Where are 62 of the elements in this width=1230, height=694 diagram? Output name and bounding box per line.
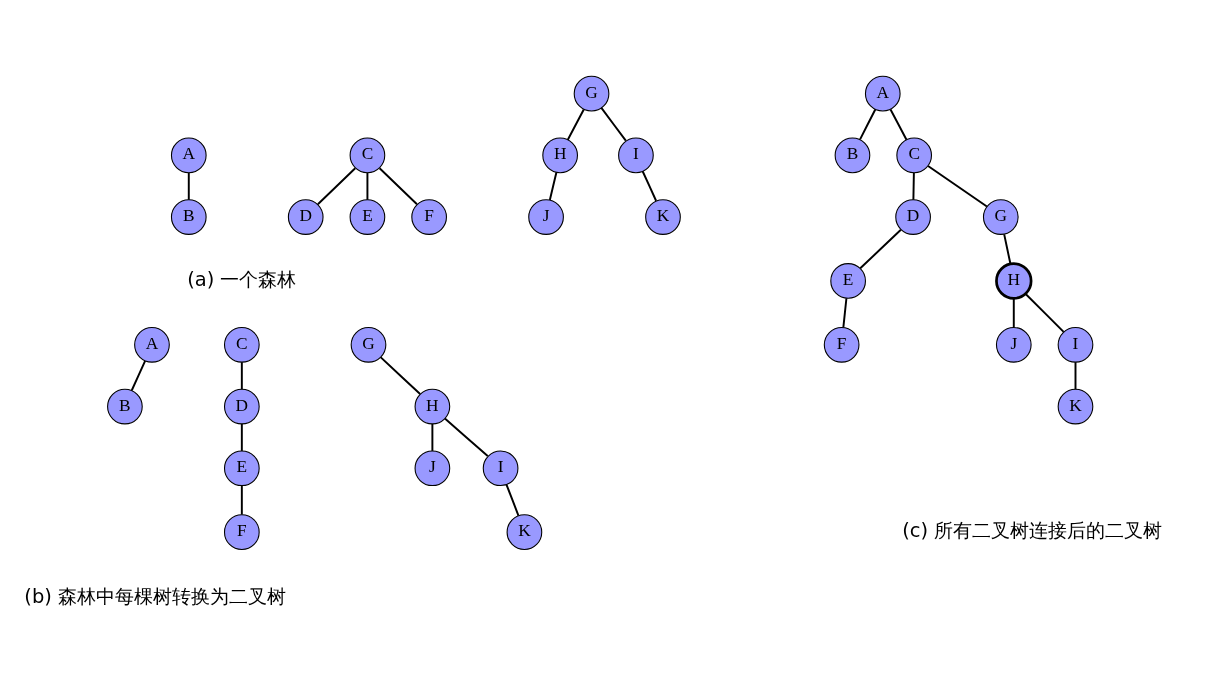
node-circle: H bbox=[542, 137, 578, 174]
node-circle: F bbox=[823, 326, 860, 363]
node-circle: G bbox=[573, 75, 610, 112]
connector bbox=[130, 359, 147, 392]
node-circle: C bbox=[223, 326, 260, 363]
connector bbox=[641, 170, 658, 202]
connector bbox=[859, 228, 902, 270]
node-circle: J bbox=[995, 326, 1032, 363]
node-circle: D bbox=[223, 388, 260, 425]
node-circle: E bbox=[223, 450, 260, 487]
connector bbox=[1024, 292, 1065, 333]
connector bbox=[859, 108, 877, 141]
connector bbox=[378, 167, 418, 206]
node-circle: C bbox=[896, 137, 933, 174]
node-circle: D bbox=[287, 199, 324, 235]
connector bbox=[566, 108, 585, 141]
node-circle: B bbox=[834, 137, 871, 174]
connector bbox=[927, 165, 988, 208]
node-circle: F bbox=[223, 514, 260, 550]
node-circle: A bbox=[134, 326, 170, 363]
node-circle: E bbox=[830, 263, 866, 299]
connector bbox=[431, 422, 434, 452]
node-circle: I bbox=[1057, 326, 1094, 363]
node-circle: B bbox=[107, 388, 143, 425]
node-circle: H bbox=[995, 262, 1033, 300]
connector bbox=[443, 417, 489, 457]
connector bbox=[366, 171, 369, 201]
label: (c) 所有二叉树连接后的二叉树 bbox=[902, 518, 1163, 542]
connector bbox=[316, 167, 357, 206]
label: (a) 一个森林 bbox=[187, 267, 297, 291]
node-circle: K bbox=[506, 514, 543, 550]
node-circle: G bbox=[982, 199, 1019, 235]
node-circle: K bbox=[645, 199, 681, 235]
node-circle: G bbox=[350, 326, 387, 363]
node-circle: D bbox=[895, 199, 931, 235]
node-circle: J bbox=[528, 199, 564, 235]
connector bbox=[240, 484, 243, 516]
label: (b) 森林中每棵树转换为二叉树 bbox=[24, 584, 287, 608]
connector bbox=[1074, 361, 1077, 391]
connector bbox=[548, 171, 558, 201]
node-circle: I bbox=[482, 450, 519, 487]
node-circle: A bbox=[864, 75, 901, 112]
connector bbox=[600, 107, 627, 142]
connector bbox=[505, 483, 520, 517]
node-circle: J bbox=[414, 450, 451, 487]
connector bbox=[842, 297, 848, 329]
connector bbox=[240, 422, 243, 452]
node-circle: K bbox=[1057, 388, 1094, 425]
connector bbox=[889, 108, 908, 141]
connector bbox=[912, 171, 915, 201]
node-circle: B bbox=[170, 199, 207, 235]
connector bbox=[1012, 297, 1015, 329]
node-circle: F bbox=[411, 199, 447, 235]
node-circle: I bbox=[618, 137, 654, 174]
node-circle: C bbox=[349, 137, 386, 174]
connector bbox=[187, 171, 190, 201]
connector bbox=[1003, 233, 1012, 265]
node-circle: E bbox=[349, 199, 386, 235]
connector bbox=[240, 361, 243, 391]
node-circle: A bbox=[170, 137, 207, 174]
connector bbox=[379, 356, 422, 395]
node-circle: H bbox=[414, 388, 451, 425]
